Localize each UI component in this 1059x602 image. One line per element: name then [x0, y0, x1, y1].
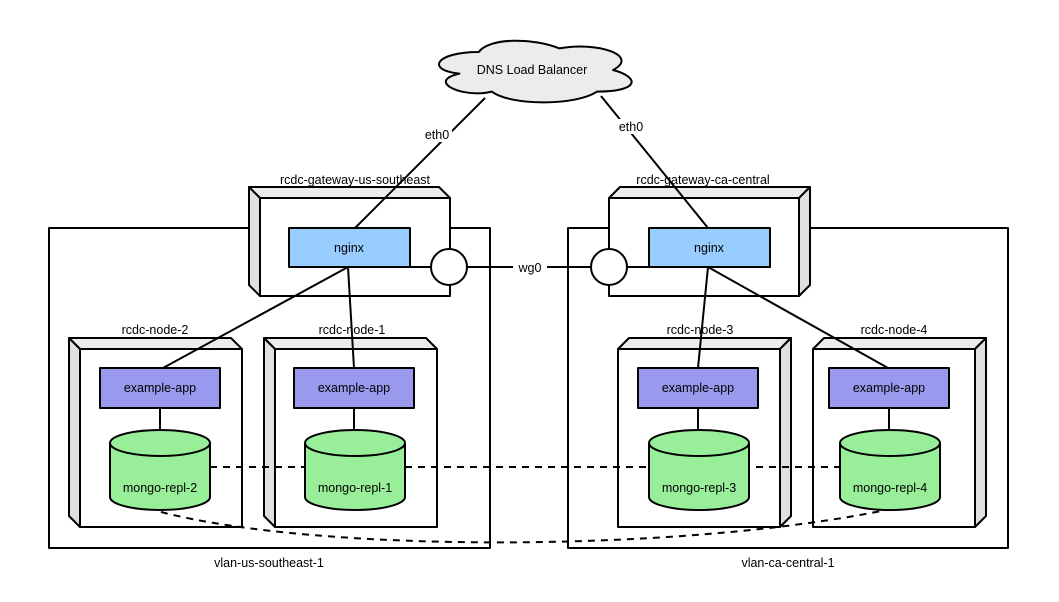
node-3-title: rcdc-node-3: [667, 323, 734, 337]
nginx-right-to-app4-line: [707, 266, 889, 369]
eth0-right-label-bg: [616, 119, 646, 134]
node-2-title: rcdc-node-2: [122, 323, 189, 337]
example-app-1-box: [293, 367, 415, 409]
example-app-2-label: example-app: [124, 381, 196, 395]
eth0-left-label-bg: [422, 127, 452, 142]
mongo-repl-3-label: mongo-repl-3: [662, 481, 736, 495]
nginx-left-to-app2-line: [162, 266, 349, 369]
example-app-2-box: [99, 367, 221, 409]
nginx-left-box: [288, 227, 411, 268]
nginx-right-box: [648, 227, 771, 268]
nginx-left-label: nginx: [334, 241, 365, 255]
nginx-right-label: nginx: [694, 241, 725, 255]
example-app-3-label: example-app: [662, 381, 734, 395]
nginx-right-to-app3-line: [697, 266, 709, 369]
mongo-repl-2-label: mongo-repl-2: [123, 481, 197, 495]
wg0-label: wg0: [518, 261, 542, 275]
replica-link-curved-dashed-line: [160, 508, 892, 544]
wg-interface-left-circle: [430, 248, 468, 286]
example-app-1-label: example-app: [318, 381, 390, 395]
dns-cloud: DNS Load Balancer: [437, 39, 633, 104]
nginx-left-to-app1-line: [347, 266, 355, 369]
mongo-repl-4-label: mongo-repl-4: [853, 481, 927, 495]
mongo-repl-1-cylinder: [304, 429, 406, 511]
example-app-4-box: [828, 367, 950, 409]
eth0-right-label: eth0: [619, 120, 643, 134]
wg0-label-bg: [513, 259, 547, 275]
vlan-ca-central-label: vlan-ca-central-1: [741, 556, 834, 570]
mongo-repl-3-cylinder: [648, 429, 750, 511]
mongo-repl-4-cylinder: [839, 429, 941, 511]
mongo-repl-1-label: mongo-repl-1: [318, 481, 392, 495]
mongo-repl-2-cylinder: [109, 429, 211, 511]
eth0-left-line: [354, 97, 486, 229]
eth0-right-line: [600, 95, 709, 229]
gateway-ca-central-title: rcdc-gateway-ca-central: [636, 173, 769, 187]
wg-interface-right-circle: [590, 248, 628, 286]
vlan-us-southeast-label: vlan-us-southeast-1: [214, 556, 324, 570]
gateway-us-southeast-title: rcdc-gateway-us-southeast: [280, 173, 431, 187]
eth0-left-label: eth0: [425, 128, 449, 142]
example-app-4-label: example-app: [853, 381, 925, 395]
node-4-title: rcdc-node-4: [861, 323, 928, 337]
dns-cloud-label: DNS Load Balancer: [477, 63, 587, 77]
